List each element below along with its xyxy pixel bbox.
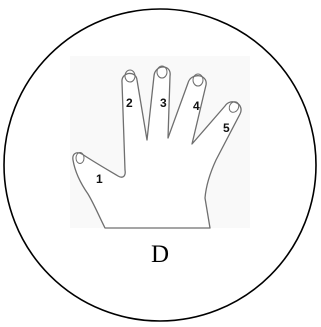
finger-number-1: 1: [96, 172, 103, 186]
finger-number-5: 5: [223, 121, 230, 135]
finger-number-2: 2: [126, 96, 133, 110]
finger-number-4: 4: [193, 99, 200, 113]
finger-number-3: 3: [160, 96, 167, 110]
panel-letter: D: [151, 241, 169, 268]
